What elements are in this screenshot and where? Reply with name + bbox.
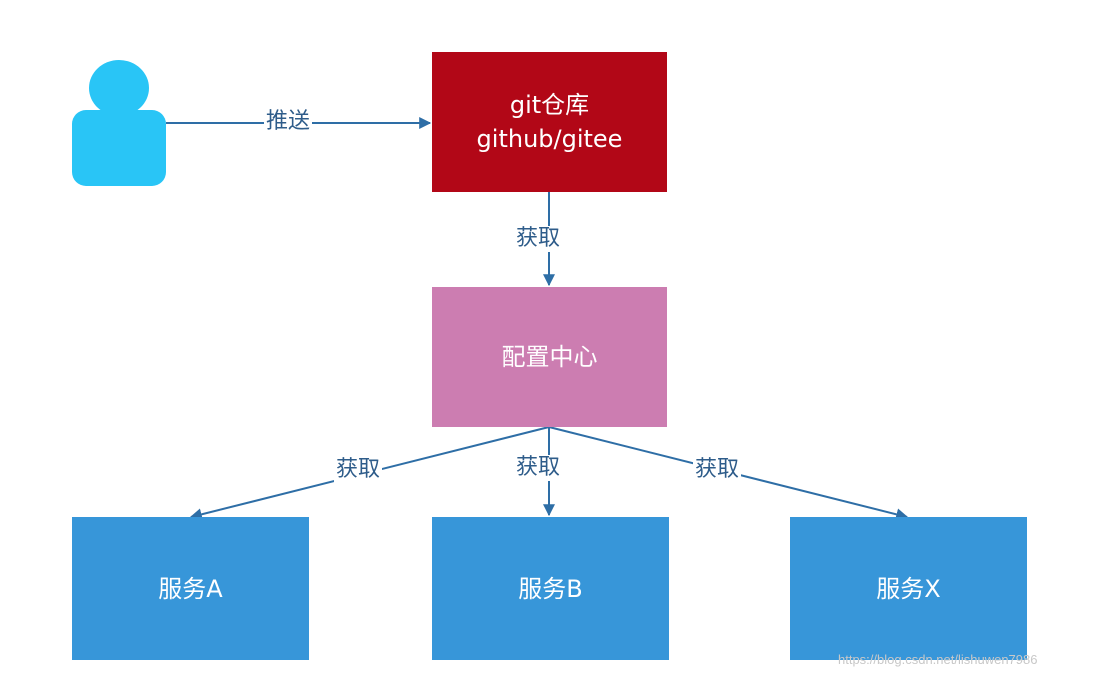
service-b-node: 服务B <box>432 517 669 660</box>
fetch-a-label: 获取 <box>334 457 383 483</box>
git-repo-subtitle: github/gitee <box>476 125 623 153</box>
service-a-label: 服务A <box>158 574 223 603</box>
git-repo-node: git仓库 github/gitee <box>432 52 667 192</box>
service-x-node: 服务X <box>790 517 1027 660</box>
config-center-label: 配置中心 <box>501 343 598 371</box>
service-x-label: 服务X <box>876 574 941 603</box>
push-label: 推送 <box>264 109 313 135</box>
fetch-b-label: 获取 <box>514 455 563 481</box>
watermark-text: https://blog.csdn.net/lishuwen7986 <box>838 652 1038 667</box>
fetch-config-label: 获取 <box>514 226 563 252</box>
service-a-node: 服务A <box>72 517 309 660</box>
fetch-x-label: 获取 <box>693 457 742 483</box>
config-center-node: 配置中心 <box>432 287 667 427</box>
git-repo-title: git仓库 <box>509 91 590 119</box>
user-icon <box>72 60 166 186</box>
service-b-label: 服务B <box>518 574 583 603</box>
